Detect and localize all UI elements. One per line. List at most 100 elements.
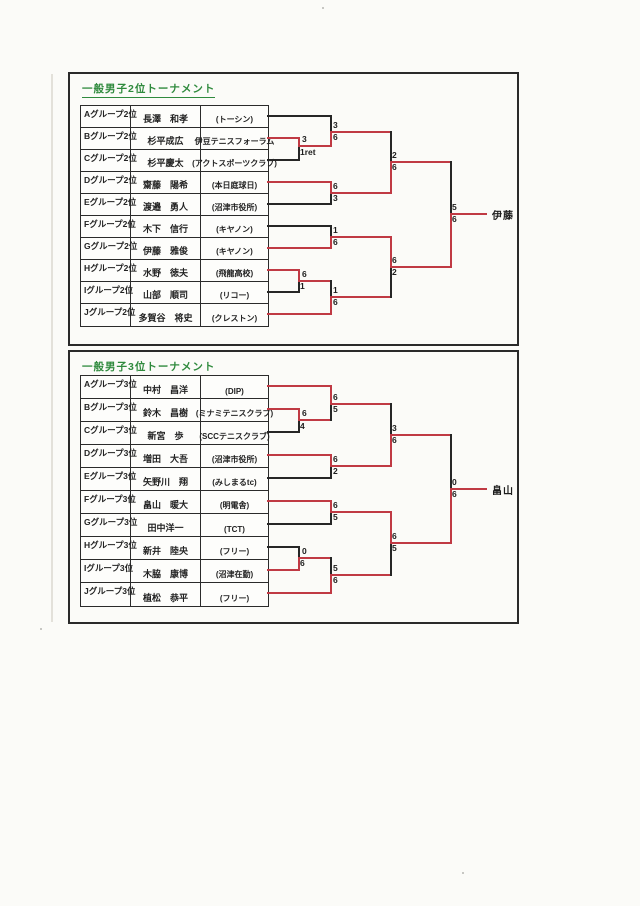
- players-table: Aグループ3位 中村 昌洋 (DIP) Bグループ3位 鈴木 昌樹 (ミナミテニ…: [80, 375, 273, 607]
- club-cell: (キヤノン): [201, 238, 268, 260]
- bracket-line: [330, 500, 332, 513]
- match-score: 1ret: [300, 147, 316, 157]
- match-score: 6: [392, 435, 397, 445]
- club-cell: (クレストン): [211, 314, 258, 323]
- bracket-line: [267, 408, 298, 410]
- player-name-cell: 木下 信行: [131, 216, 201, 238]
- club-cell: (TCT): [201, 514, 268, 537]
- match-score: 6: [333, 181, 338, 191]
- group-cell: Jグループ2位: [81, 304, 135, 326]
- bracket-line: [267, 385, 330, 387]
- group-cell: Hグループ3位: [81, 537, 137, 560]
- club-cell: 伊豆テニスフォーラム: [195, 128, 274, 150]
- bracket-line: [390, 161, 392, 194]
- bracket-line: [330, 385, 332, 405]
- bracket-line: [330, 557, 332, 576]
- bracket-line: [330, 131, 390, 133]
- bracket-line: [267, 592, 330, 594]
- match-score: 5: [392, 543, 397, 553]
- player-name-cell: 新井 陸央: [131, 537, 201, 560]
- bracket-line: [330, 236, 390, 238]
- player-name-cell: 渡邉 勇人: [131, 194, 201, 216]
- bracket-line: [450, 161, 452, 215]
- player-name-cell: 鈴木 昌樹: [131, 399, 201, 422]
- bracket-line: [298, 280, 330, 282]
- match-score: 3: [392, 423, 397, 433]
- bracket-line: [330, 403, 332, 421]
- bracket-line: [330, 403, 390, 405]
- bracket-line: [330, 115, 332, 133]
- player-name-cell: 水野 徳夫: [131, 260, 201, 282]
- bracket-line: [267, 269, 298, 271]
- bracket-line: [390, 266, 450, 268]
- group-cell: Fグループ3位: [81, 491, 136, 514]
- bracket-line: [390, 542, 392, 576]
- scan-edge-artifact: [51, 74, 53, 622]
- bracket-line: [267, 523, 330, 525]
- club-cell: (本日庭球日): [201, 172, 268, 194]
- club-cell: (SCCテニスクラブ): [199, 422, 270, 445]
- scan-speck: [40, 628, 42, 630]
- bracket-line: [267, 477, 330, 479]
- match-score: 5: [452, 202, 457, 212]
- winner-name: 伊藤: [492, 211, 514, 222]
- club-cell: (トーシン): [201, 106, 268, 128]
- match-score: 0: [302, 546, 307, 556]
- player-name-cell: 多賀谷 将史: [131, 304, 201, 326]
- bracket-line: [267, 181, 330, 183]
- match-score: 6: [300, 558, 305, 568]
- club-cell: (沼津市役所): [201, 445, 268, 468]
- bracket-line: [298, 145, 300, 161]
- bracket-line: [390, 434, 392, 467]
- player-name-cell: 木脇 康博: [131, 560, 201, 583]
- bracket-line: [330, 296, 332, 315]
- bracket-line: [267, 454, 330, 456]
- group-cell: Eグループ3位: [81, 468, 136, 491]
- group-cell: Gグループ3位: [81, 514, 137, 537]
- bracket-line: [267, 247, 330, 249]
- bracket-line: [330, 225, 332, 238]
- bracket-line: [298, 280, 300, 293]
- match-score: 2: [392, 267, 397, 277]
- bracket-line: [330, 574, 390, 576]
- match-score: 6: [333, 392, 338, 402]
- bracket-line: [390, 131, 392, 163]
- bracket-line: [267, 291, 298, 293]
- group-cell: Jグループ3位: [81, 583, 135, 606]
- player-name-cell: 伊藤 雅俊: [131, 238, 201, 260]
- club-cell: (DIP): [201, 376, 268, 399]
- match-score: 6: [333, 297, 338, 307]
- bracket-line: [330, 465, 332, 479]
- player-name-cell: 矢野川 翔: [131, 468, 201, 491]
- bracket-line: [298, 137, 300, 147]
- match-score: 1: [333, 285, 338, 295]
- club-cell: (アクトスポーツクラブ): [192, 150, 277, 172]
- match-score: 5: [333, 563, 338, 573]
- bracket-line: [330, 296, 390, 298]
- bracket-line: [330, 465, 390, 467]
- club-cell: (フリー): [219, 594, 250, 603]
- player-name-cell: 齋藤 陽希: [131, 172, 201, 194]
- match-score: 6: [302, 269, 307, 279]
- group-cell: Iグループ2位: [81, 282, 133, 304]
- bracket-line: [330, 511, 332, 525]
- club-cell: (フリー): [201, 537, 268, 560]
- player-name-cell: 畠山 暖大: [131, 491, 201, 514]
- group-cell: Fグループ2位: [81, 216, 136, 238]
- bracket-line: [298, 408, 300, 421]
- club-cell: (キヤノン): [201, 216, 268, 238]
- match-score: 3: [333, 120, 338, 130]
- player-name-cell: 杉平慶太: [131, 150, 201, 172]
- group-cell: Aグループ2位: [81, 106, 137, 128]
- tournament-title: 一般男子3位トーナメント: [82, 359, 216, 376]
- match-score: 6: [333, 237, 338, 247]
- player-name-cell: 植松 恭平: [131, 583, 201, 606]
- group-cell: Cグループ3位: [81, 422, 137, 445]
- scan-speck: [462, 872, 464, 874]
- bracket-line: [330, 192, 390, 194]
- match-score: 5: [333, 404, 338, 414]
- player-name-cell: 新宮 歩: [131, 422, 201, 445]
- bracket-line: [390, 266, 392, 298]
- match-score: 4: [300, 421, 305, 431]
- bracket-line: [390, 542, 450, 544]
